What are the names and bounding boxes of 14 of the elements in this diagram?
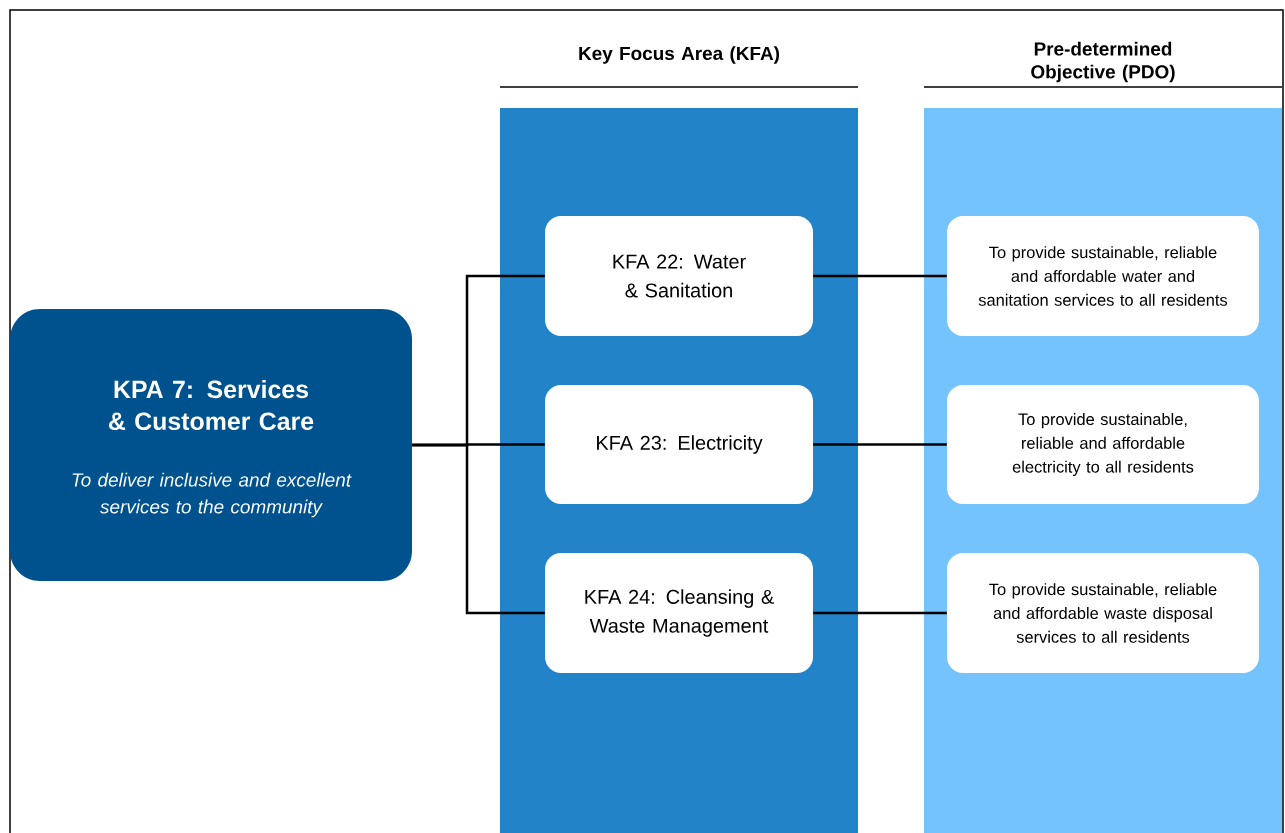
text-box: To provide sustainable, reliable and affordable water and sanitation services to all residents [947,216,1259,336]
connector-line [412,443,545,615]
box-description: To deliver inclusive and excellent services to the community [72,472,352,518]
text-box: KFA 22: Water & Sanitation [545,216,813,336]
box-heading: KPA 7: Services & Customer Care [109,379,314,431]
text-box: To provide sustainable, reliable and affordable electricity to all residents [947,385,1259,504]
connector-line [813,443,947,446]
text-box: KFA 24: Cleansing & Waste Management [545,553,813,673]
text-box: To provide sustainable, reliable and affordable waste disposal services to all residents [947,553,1259,673]
column-heading: Key Focus Area (KFA) [579,46,779,64]
connector-line [813,274,947,278]
column-heading: Pre-determined Objective (PDO) [1031,41,1175,83]
connector-line [813,611,947,615]
text-box: KFA 23: Electricity [545,385,813,504]
